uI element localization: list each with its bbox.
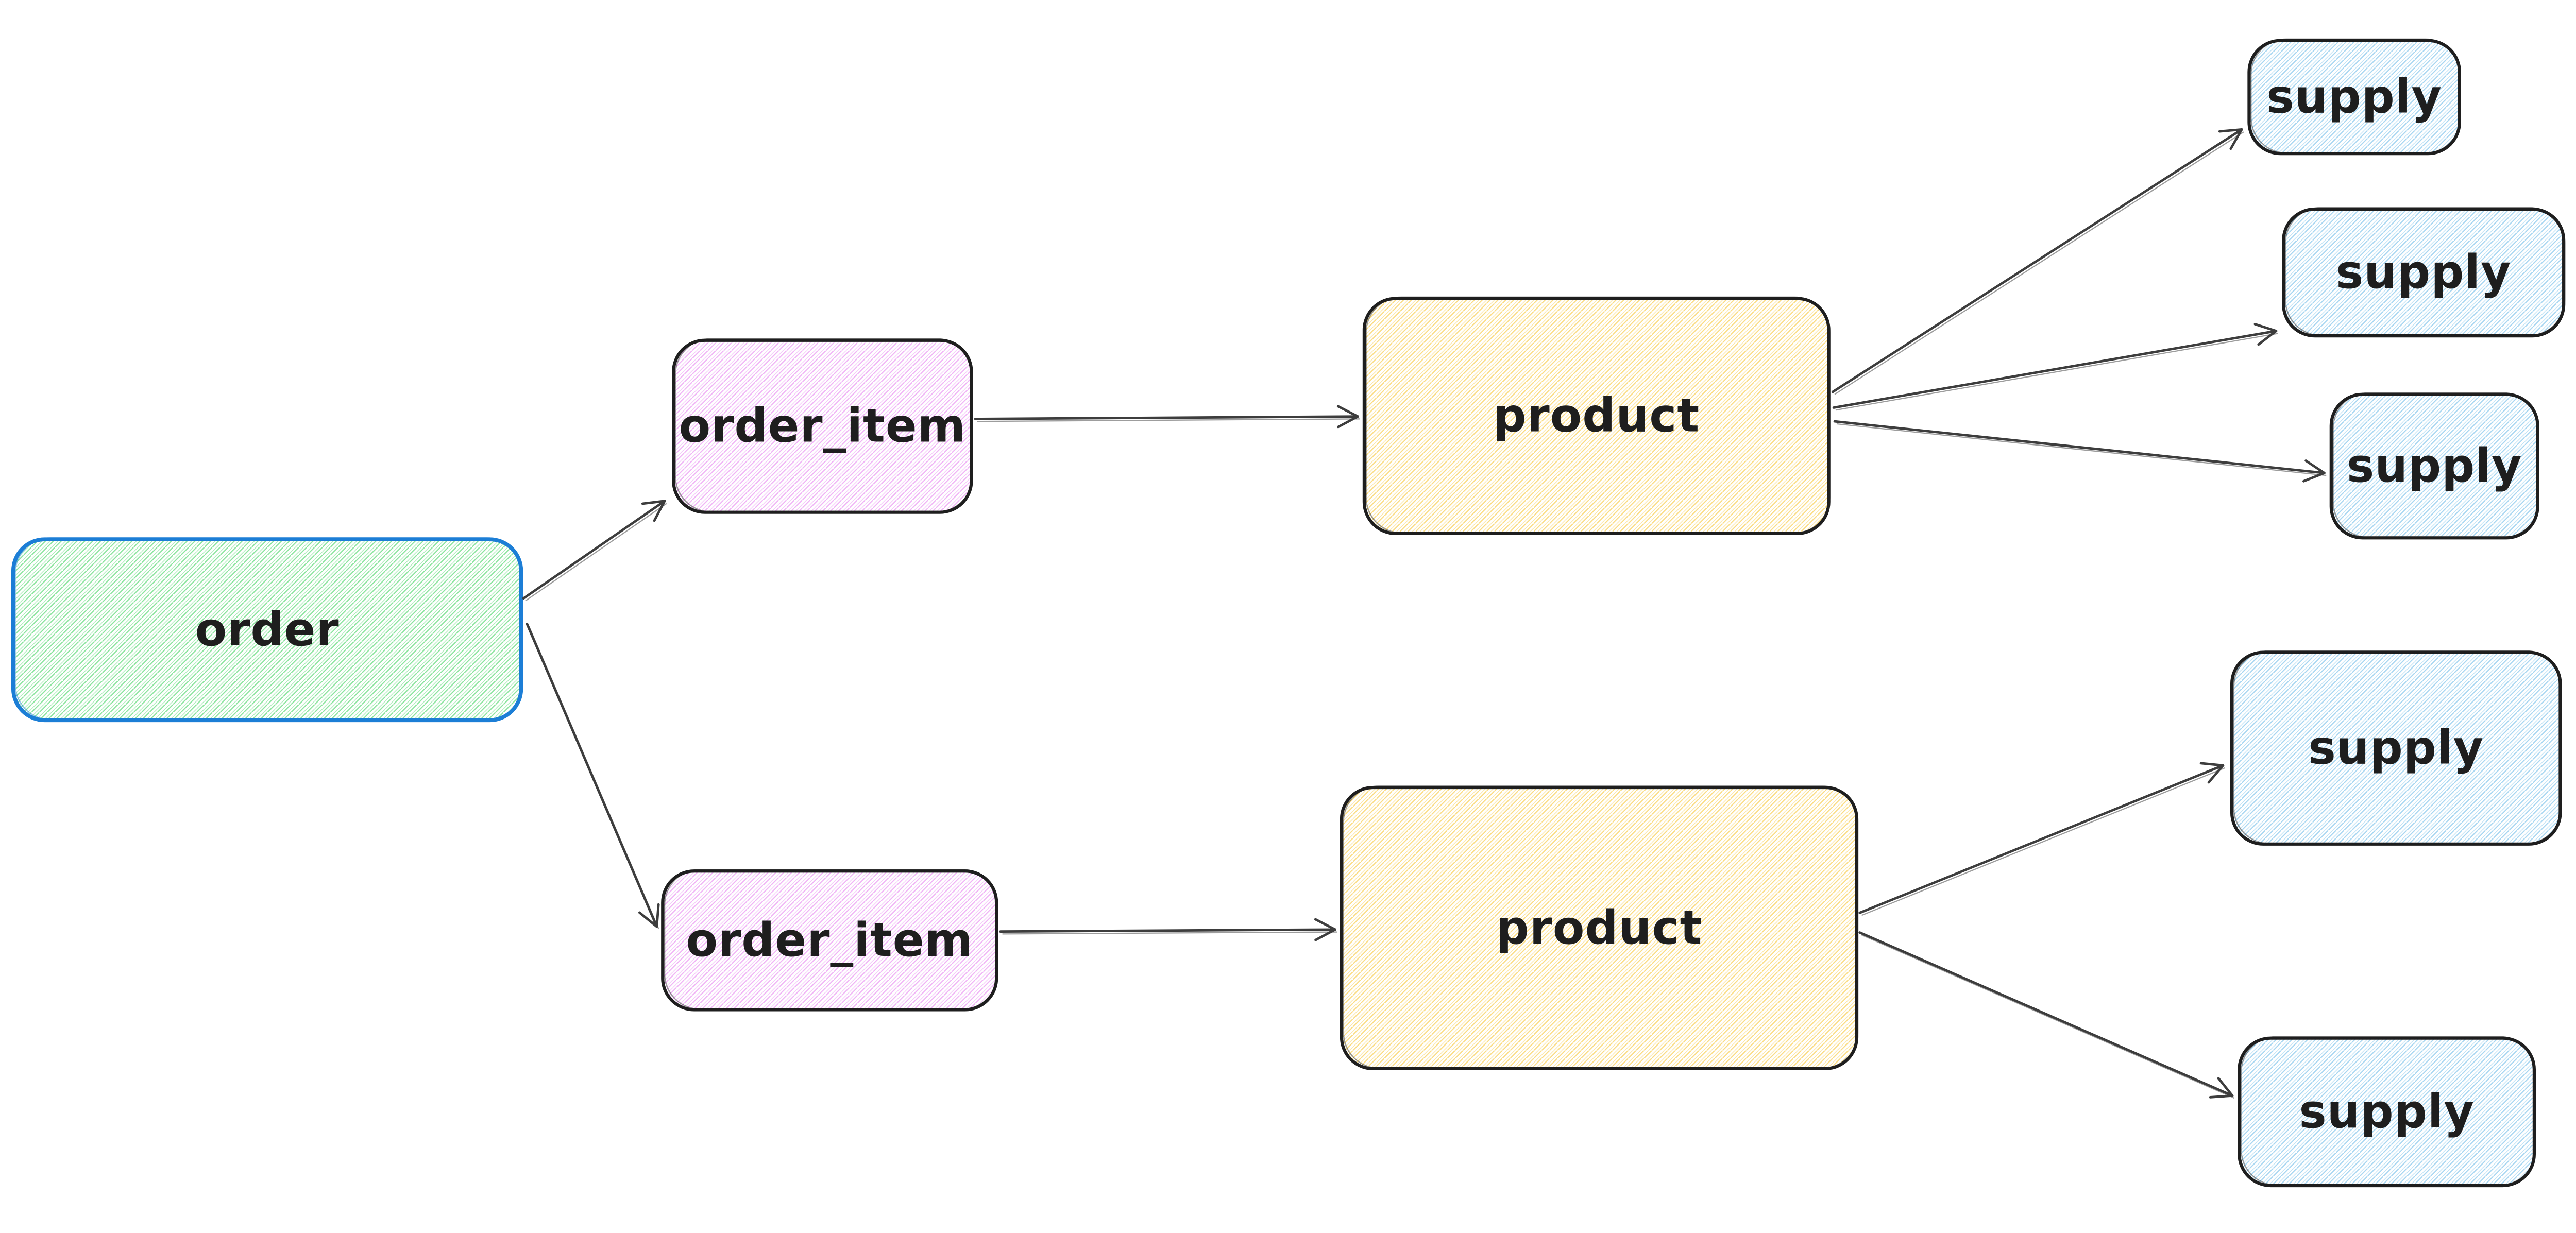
supply-3-box (2329, 392, 2539, 540)
diagram-node-order-item-1[interactable]: order_item (672, 338, 973, 514)
order-box-sketch-stroke (14, 537, 523, 721)
arrow-product-2-to-supply-5[interactable] (1858, 931, 2235, 1099)
supply-5-box-sketch-stroke (2240, 1036, 2536, 1186)
arrow-line (1831, 128, 2243, 393)
arrow-echo-line (1861, 767, 2226, 916)
supply-2-box (2282, 207, 2566, 338)
order-label: order (195, 603, 340, 657)
supply-5-label: supply (2299, 1085, 2475, 1139)
product-1-box (1362, 297, 1831, 535)
order-item-1-box-sketch-stroke (674, 338, 973, 512)
supply-5-box (2238, 1036, 2536, 1188)
supply-1-box (2247, 39, 2461, 156)
arrow-order-to-order-item-2[interactable] (526, 622, 660, 930)
arrow-echo-line (1861, 934, 2235, 1099)
diagram-node-supply-5[interactable]: supply (2238, 1036, 2536, 1188)
supply-1-box-sketch-stroke (2250, 38, 2461, 154)
supply-4-box-sketch-stroke (2233, 650, 2562, 845)
arrow-line (526, 622, 660, 928)
arrow-product-1-to-supply-2[interactable] (1832, 323, 2278, 411)
product-2-label: product (1496, 901, 1703, 955)
arrow-order-item-2-to-product-2[interactable] (999, 918, 1337, 941)
supply-2-label: supply (2336, 246, 2512, 299)
diagram-node-supply-1[interactable]: supply (2247, 38, 2461, 156)
edges-layer (522, 128, 2327, 1099)
arrow-order-to-order-item-1[interactable] (522, 500, 667, 602)
diagram-node-product-2[interactable]: product (1340, 785, 1859, 1070)
arrow-product-1-to-supply-3[interactable] (1833, 420, 2327, 483)
diagram-node-supply-2[interactable]: supply (2282, 207, 2566, 338)
arrow-echo-line (1002, 931, 1337, 935)
order-item-1-box (672, 338, 973, 514)
arrow-echo-line (1834, 131, 2244, 395)
arrow-product-1-to-supply-1[interactable] (1831, 128, 2244, 395)
order-item-2-box-sketch-stroke (664, 869, 998, 1010)
product-1-box-sketch-stroke (1365, 296, 1831, 534)
supply-3-box-sketch-stroke (2332, 392, 2539, 538)
product-2-box (1340, 785, 1859, 1070)
supply-3-label: supply (2347, 439, 2522, 493)
product-2-box-sketch-stroke (1343, 785, 1859, 1069)
arrow-line (999, 918, 1336, 941)
arrow-line (1832, 323, 2278, 409)
diagram-node-order-item-2[interactable]: order_item (661, 869, 998, 1012)
arrow-line (1858, 762, 2225, 914)
diagram-node-supply-3[interactable]: supply (2329, 392, 2539, 540)
diagram-node-product-1[interactable]: product (1362, 296, 1831, 535)
arrow-line (522, 500, 666, 600)
supply-1-label: supply (2266, 70, 2442, 124)
order-box (11, 537, 523, 723)
arrow-echo-line (1836, 423, 2327, 476)
arrow-line (1833, 420, 2326, 483)
arrow-echo-line (1835, 333, 2278, 411)
arrow-product-2-to-supply-4[interactable] (1858, 762, 2226, 916)
arrow-line (1858, 931, 2234, 1099)
order-item-2-box (661, 869, 998, 1012)
diagram-node-order[interactable]: order (11, 537, 523, 723)
arrow-order-item-1-to-product-1[interactable] (974, 405, 1360, 429)
supply-4-box (2230, 650, 2562, 846)
supply-2-box-sketch-stroke (2284, 207, 2566, 336)
product-1-label: product (1493, 389, 1700, 443)
order-item-1-label: order_item (679, 400, 966, 453)
nodes-layer: orderorder_itemorder_itemproductproducts… (11, 38, 2566, 1188)
order-item-2-label: order_item (686, 914, 973, 967)
arrow-echo-line (977, 418, 1360, 422)
arrow-line (974, 405, 1359, 429)
supply-4-label: supply (2308, 722, 2484, 775)
diagram-node-supply-4[interactable]: supply (2230, 650, 2562, 846)
